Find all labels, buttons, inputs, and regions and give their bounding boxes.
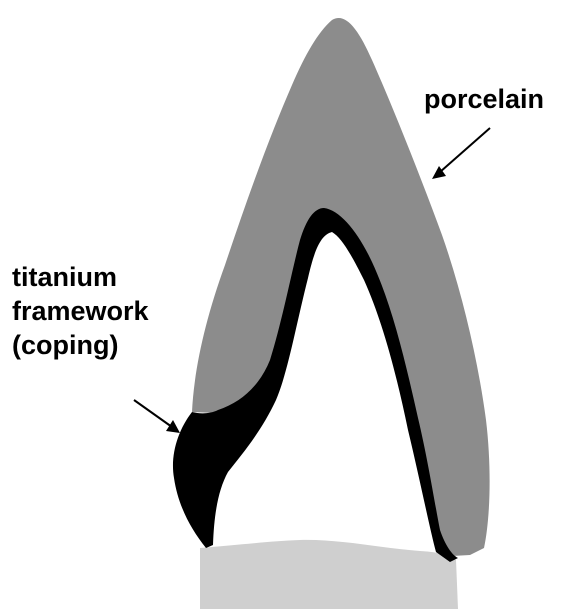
framework-label-line-2: framework [12,294,149,328]
framework-label-line-1: titanium [12,260,149,294]
framework-label: titanium framework (coping) [12,260,149,362]
framework-pointer-arrowhead [166,420,180,433]
framework-label-line-3: (coping) [12,328,149,362]
porcelain-pointer-line [440,128,490,172]
porcelain-label: porcelain [424,82,544,116]
framework-pointer-line [134,400,172,427]
tooth-root [200,540,458,609]
